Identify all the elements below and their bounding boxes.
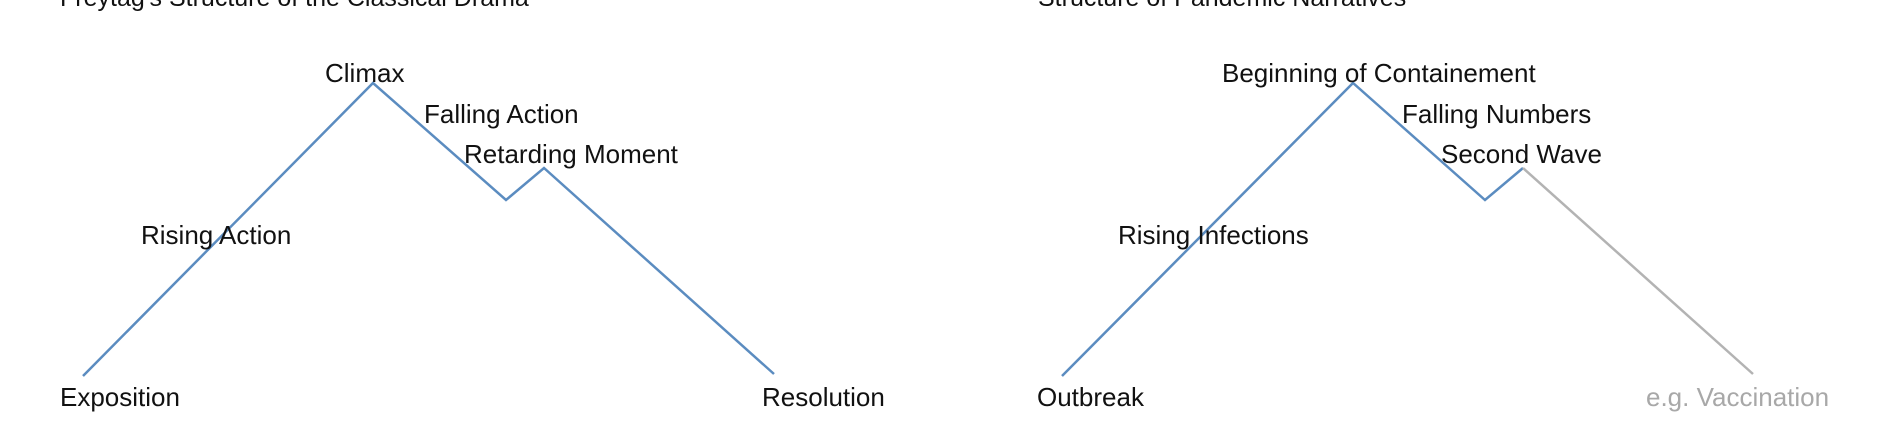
resolution-label: Resolution — [762, 382, 885, 412]
beginning-of-containment-label: Beginning of Containement — [1222, 58, 1536, 88]
rising-infections-label: Rising Infections — [1118, 220, 1309, 250]
freytag-arc-line — [82, 81, 775, 377]
vaccination-label: e.g. Vaccination — [1646, 382, 1829, 412]
freytag-diagram: Freytag's Structure of the Classical Dra… — [60, 0, 885, 412]
climax-label: Climax — [325, 58, 404, 88]
pandemic-title: Structure of Pandemic Narratives — [1038, 0, 1406, 12]
exposition-label: Exposition — [60, 382, 180, 412]
falling-action-label: Falling Action — [424, 99, 579, 129]
pandemic-projected-line — [1522, 167, 1754, 375]
second-wave-label: Second Wave — [1441, 139, 1602, 169]
pandemic-diagram: Structure of Pandemic Narratives Beginni… — [1037, 0, 1829, 412]
retarding-moment-label: Retarding Moment — [464, 139, 679, 169]
rising-action-label: Rising Action — [141, 220, 291, 250]
pandemic-arc-line — [1061, 81, 1524, 377]
freytag-title: Freytag's Structure of the Classical Dra… — [60, 0, 529, 12]
outbreak-label: Outbreak — [1037, 382, 1145, 412]
falling-numbers-label: Falling Numbers — [1402, 99, 1591, 129]
